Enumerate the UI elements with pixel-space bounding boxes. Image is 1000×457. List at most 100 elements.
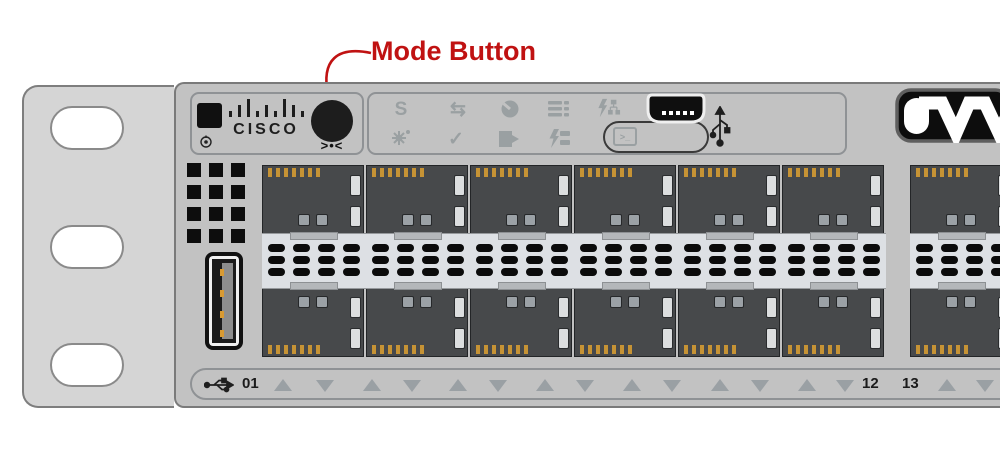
latch-square bbox=[836, 296, 848, 308]
vent-pill bbox=[759, 268, 776, 276]
cage-pin bbox=[300, 168, 304, 177]
cage-pin bbox=[628, 168, 632, 177]
cage-pin bbox=[508, 345, 512, 354]
cage-pin bbox=[492, 345, 496, 354]
syst-icon: S bbox=[394, 98, 408, 120]
cage-pin bbox=[316, 345, 320, 354]
vent-pill bbox=[422, 256, 439, 264]
cage-pin bbox=[476, 345, 480, 354]
boot-icon bbox=[498, 127, 522, 151]
port-up-arrow-icon bbox=[623, 379, 641, 391]
sfp-cage-top bbox=[574, 165, 676, 235]
vent-pill bbox=[476, 244, 493, 252]
vent-pill bbox=[268, 244, 285, 252]
port-module bbox=[262, 165, 366, 357]
vent-hole bbox=[231, 229, 245, 243]
latch-squares bbox=[506, 296, 536, 308]
cage-tab bbox=[998, 175, 1000, 196]
cage-pin bbox=[692, 168, 696, 177]
cage-pin bbox=[796, 168, 800, 177]
vent-strip-segment bbox=[366, 232, 470, 290]
strip-handle bbox=[810, 282, 858, 290]
vent-pill bbox=[397, 256, 414, 264]
vent-pill bbox=[838, 256, 855, 264]
latch-squares bbox=[946, 296, 976, 308]
cage-pin bbox=[964, 168, 968, 177]
cage-pin bbox=[276, 168, 280, 177]
vent-pill bbox=[941, 256, 958, 264]
port-module bbox=[910, 165, 1000, 357]
usb-a-cavity bbox=[212, 259, 236, 343]
vent-pill bbox=[759, 244, 776, 252]
status-icon-panel: S ⇆ ✓ bbox=[367, 92, 847, 155]
vent-hole bbox=[209, 185, 223, 199]
cage-pin bbox=[692, 345, 696, 354]
cage-pin bbox=[484, 168, 488, 177]
cage-pin bbox=[796, 345, 800, 354]
latch-square bbox=[506, 214, 518, 226]
strip-handle bbox=[498, 232, 546, 240]
vent-pill bbox=[788, 256, 805, 264]
vent-pill bbox=[422, 244, 439, 252]
port-down-arrow-icon bbox=[663, 380, 681, 392]
mini-usb-console-port bbox=[646, 93, 706, 124]
vent-pill bbox=[941, 268, 958, 276]
cage-pins bbox=[580, 345, 632, 354]
vent-pill bbox=[476, 268, 493, 276]
vent-hole bbox=[209, 163, 223, 177]
port-up-arrow-icon bbox=[536, 379, 554, 391]
cage-pin bbox=[940, 168, 944, 177]
cage-pin bbox=[612, 345, 616, 354]
latch-square bbox=[964, 214, 976, 226]
vent-pill bbox=[268, 256, 285, 264]
vent-hole bbox=[187, 163, 201, 177]
cage-pin bbox=[300, 345, 304, 354]
latch-square bbox=[964, 296, 976, 308]
cage-pins bbox=[476, 168, 528, 177]
usb-a-pin bbox=[220, 330, 224, 337]
latch-square bbox=[714, 214, 726, 226]
port-label: 13 bbox=[902, 375, 919, 392]
cage-pin bbox=[396, 168, 400, 177]
cage-pin bbox=[700, 345, 704, 354]
strip-handle bbox=[706, 282, 754, 290]
vent-pill bbox=[630, 268, 647, 276]
vent-pill bbox=[655, 268, 672, 276]
vent-pill bbox=[501, 268, 518, 276]
sfp-cage-bot bbox=[782, 287, 884, 357]
vent-pill bbox=[605, 244, 622, 252]
vent-strip-segment bbox=[262, 232, 366, 290]
cage-pin bbox=[708, 168, 712, 177]
vent-hole bbox=[209, 207, 223, 221]
port-up-arrow-icon bbox=[449, 379, 467, 391]
vent-pill bbox=[293, 244, 310, 252]
cage-pin bbox=[732, 345, 736, 354]
usb-a-tongue bbox=[222, 263, 233, 339]
vent-pill bbox=[476, 256, 493, 264]
cage-tab bbox=[766, 175, 777, 196]
vent-pill bbox=[447, 244, 464, 252]
vent-pill bbox=[966, 244, 983, 252]
cage-pin bbox=[828, 345, 832, 354]
cage-pin bbox=[620, 345, 624, 354]
strip-handle bbox=[498, 282, 546, 290]
cage-tab bbox=[454, 206, 465, 227]
usb-a-port bbox=[205, 252, 243, 350]
cage-pin bbox=[700, 168, 704, 177]
latch-square bbox=[818, 296, 830, 308]
cage-tab bbox=[350, 206, 361, 227]
vent-pill bbox=[293, 268, 310, 276]
vent-pill bbox=[838, 268, 855, 276]
cage-pin bbox=[524, 168, 528, 177]
cage-pin bbox=[708, 345, 712, 354]
latch-squares bbox=[506, 214, 536, 226]
vent-pill bbox=[372, 244, 389, 252]
vent-pill bbox=[501, 256, 518, 264]
vent-pill bbox=[605, 268, 622, 276]
cage-pin bbox=[820, 168, 824, 177]
cage-pin bbox=[484, 345, 488, 354]
cage-pin bbox=[804, 345, 808, 354]
vent-pill bbox=[343, 244, 360, 252]
cage-tab bbox=[662, 328, 673, 349]
cage-pin bbox=[380, 345, 384, 354]
